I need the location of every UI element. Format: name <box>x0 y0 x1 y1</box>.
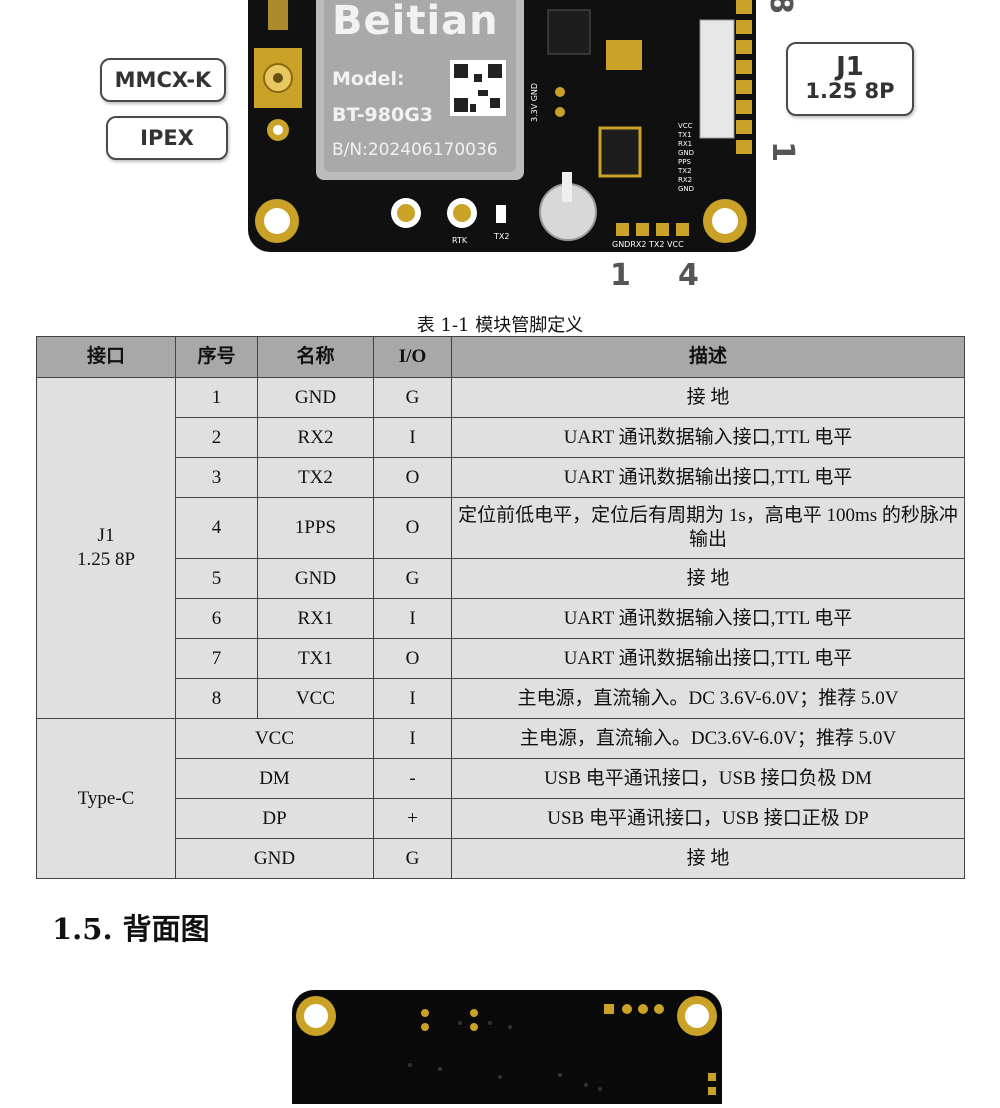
table-row: 4 1PPS O 定位前低电平，定位后有周期为 1s，高电平 100ms 的秒脉… <box>37 497 965 559</box>
group-cell-typec: Type-C <box>36 718 176 879</box>
silk-pin-list: VCC TX1 RX1 GND PPS TX2 RX2 GND <box>678 122 695 193</box>
table-row: GND G 接 地 <box>37 838 965 879</box>
board-bn: B/N:202406170036 <box>332 140 498 160</box>
table-row: 7 TX1 O UART 通讯数据输出接口,TTL 电平 <box>37 638 965 679</box>
table-row: Type-C VCC I 主电源，直流输入。DC3.6V-6.0V；推荐 5.0… <box>36 718 965 879</box>
module-front-image <box>0 0 1000 300</box>
j1-pin-8-label: 8 <box>762 0 798 14</box>
header-pin-4-label: 4 <box>678 258 699 293</box>
silk-tx2: TX2 <box>494 232 510 241</box>
module-back-image <box>0 985 1000 1108</box>
ipex-label: IPEX <box>106 116 228 160</box>
col-header-interface: 接口 <box>36 336 176 378</box>
table-row: 5 GND G 接 地 <box>37 558 965 599</box>
table-caption: 表 1-1 模块管脚定义 <box>416 315 584 336</box>
table-row: DP + USB 电平通讯接口，USB 接口正极 DP <box>37 798 965 839</box>
table-row: DM - USB 电平通讯接口，USB 接口负极 DM <box>37 758 965 799</box>
board-front-svg <box>248 0 756 252</box>
silk-bottom-header: GNDRX2 TX2 VCC <box>612 240 684 249</box>
pin-definition-table: 接口 序号 名称 I/O 描述 J1 1.25 8P 1 GND G 接 地 2… <box>36 336 965 879</box>
table-row: 8 VCC I 主电源，直流输入。DC 3.6V-6.0V；推荐 5.0V <box>37 678 965 719</box>
table-row: 2 RX2 I UART 通讯数据输入接口,TTL 电平 <box>37 417 965 458</box>
silk-3v3-gnd: 3.3V GND <box>530 82 539 122</box>
j1-label: J1 1.25 8P <box>786 42 914 116</box>
mmcx-label: MMCX-K <box>100 58 226 102</box>
col-header-io: I/O <box>373 336 452 378</box>
j1-title: J1 <box>836 52 864 82</box>
j1-pin-1-label: 1 <box>764 141 800 162</box>
j1-subtitle: 1.25 8P <box>805 79 895 103</box>
silk-rtk: RTK <box>452 236 468 245</box>
col-header-number: 序号 <box>175 336 258 378</box>
board-brand: Beitian <box>332 0 499 44</box>
group-cell-j1: J1 1.25 8P <box>36 377 176 719</box>
board-back-svg <box>292 990 722 1108</box>
table-row: J1 1.25 8P 1 GND G 接 地 <box>36 377 965 719</box>
board-model-label: Model: <box>332 68 405 90</box>
table-row: 6 RX1 I UART 通讯数据输入接口,TTL 电平 <box>37 598 965 639</box>
board-model: BT-980G3 <box>332 104 434 126</box>
col-header-name: 名称 <box>257 336 374 378</box>
header-pin-1-label: 1 <box>610 258 631 293</box>
col-header-description: 描述 <box>451 336 965 378</box>
table-header-row: 接口 序号 名称 I/O 描述 <box>36 336 965 378</box>
section-heading: 1.5. 背面图 <box>52 912 210 946</box>
table-row: 3 TX2 O UART 通讯数据输出接口,TTL 电平 <box>37 457 965 498</box>
